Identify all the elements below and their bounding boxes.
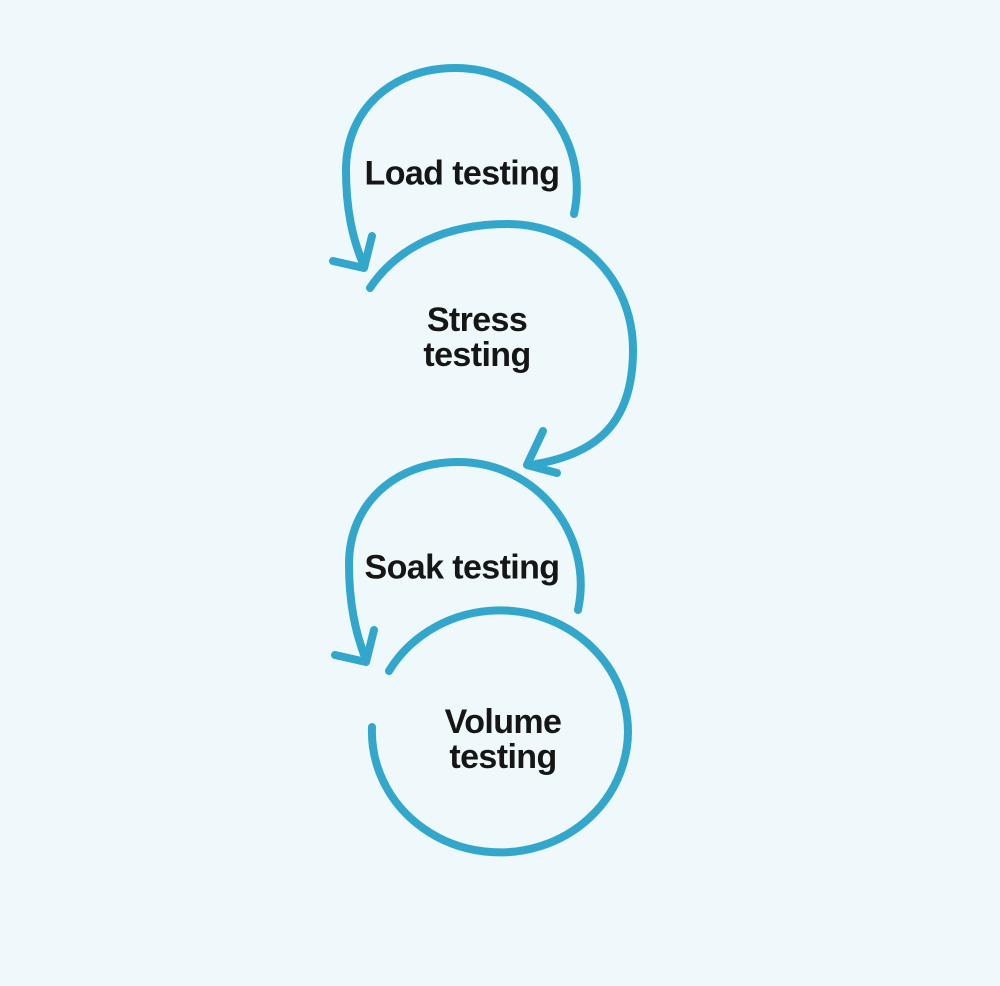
label-soak-testing: Soak testing [364, 548, 561, 587]
arrowhead-soak-to-volume-icon [331, 626, 378, 666]
label-load-testing: Load testing [364, 154, 561, 193]
label-volume-testing-line-2: testing [449, 738, 557, 776]
label-stress-testing: Stress testing [423, 300, 531, 374]
loop-arc-load-testing [342, 64, 581, 270]
arrowhead-stress-to-soak-icon [523, 427, 561, 477]
label-volume-testing: Volume testing [444, 702, 562, 776]
loop-arc-volume-testing [367, 606, 632, 857]
label-load-testing-line: Load testing [364, 154, 561, 193]
loop-arc-stress-testing [366, 220, 637, 468]
arrowhead-load-to-stress-icon [329, 232, 376, 272]
label-volume-testing-line-1: Volume [444, 702, 562, 741]
label-soak-testing-line: Soak testing [364, 548, 561, 587]
label-stress-testing-line-1: Stress [426, 300, 528, 339]
loop-arc-soak-testing [345, 458, 585, 664]
label-stress-testing-line-2: testing [423, 336, 531, 374]
